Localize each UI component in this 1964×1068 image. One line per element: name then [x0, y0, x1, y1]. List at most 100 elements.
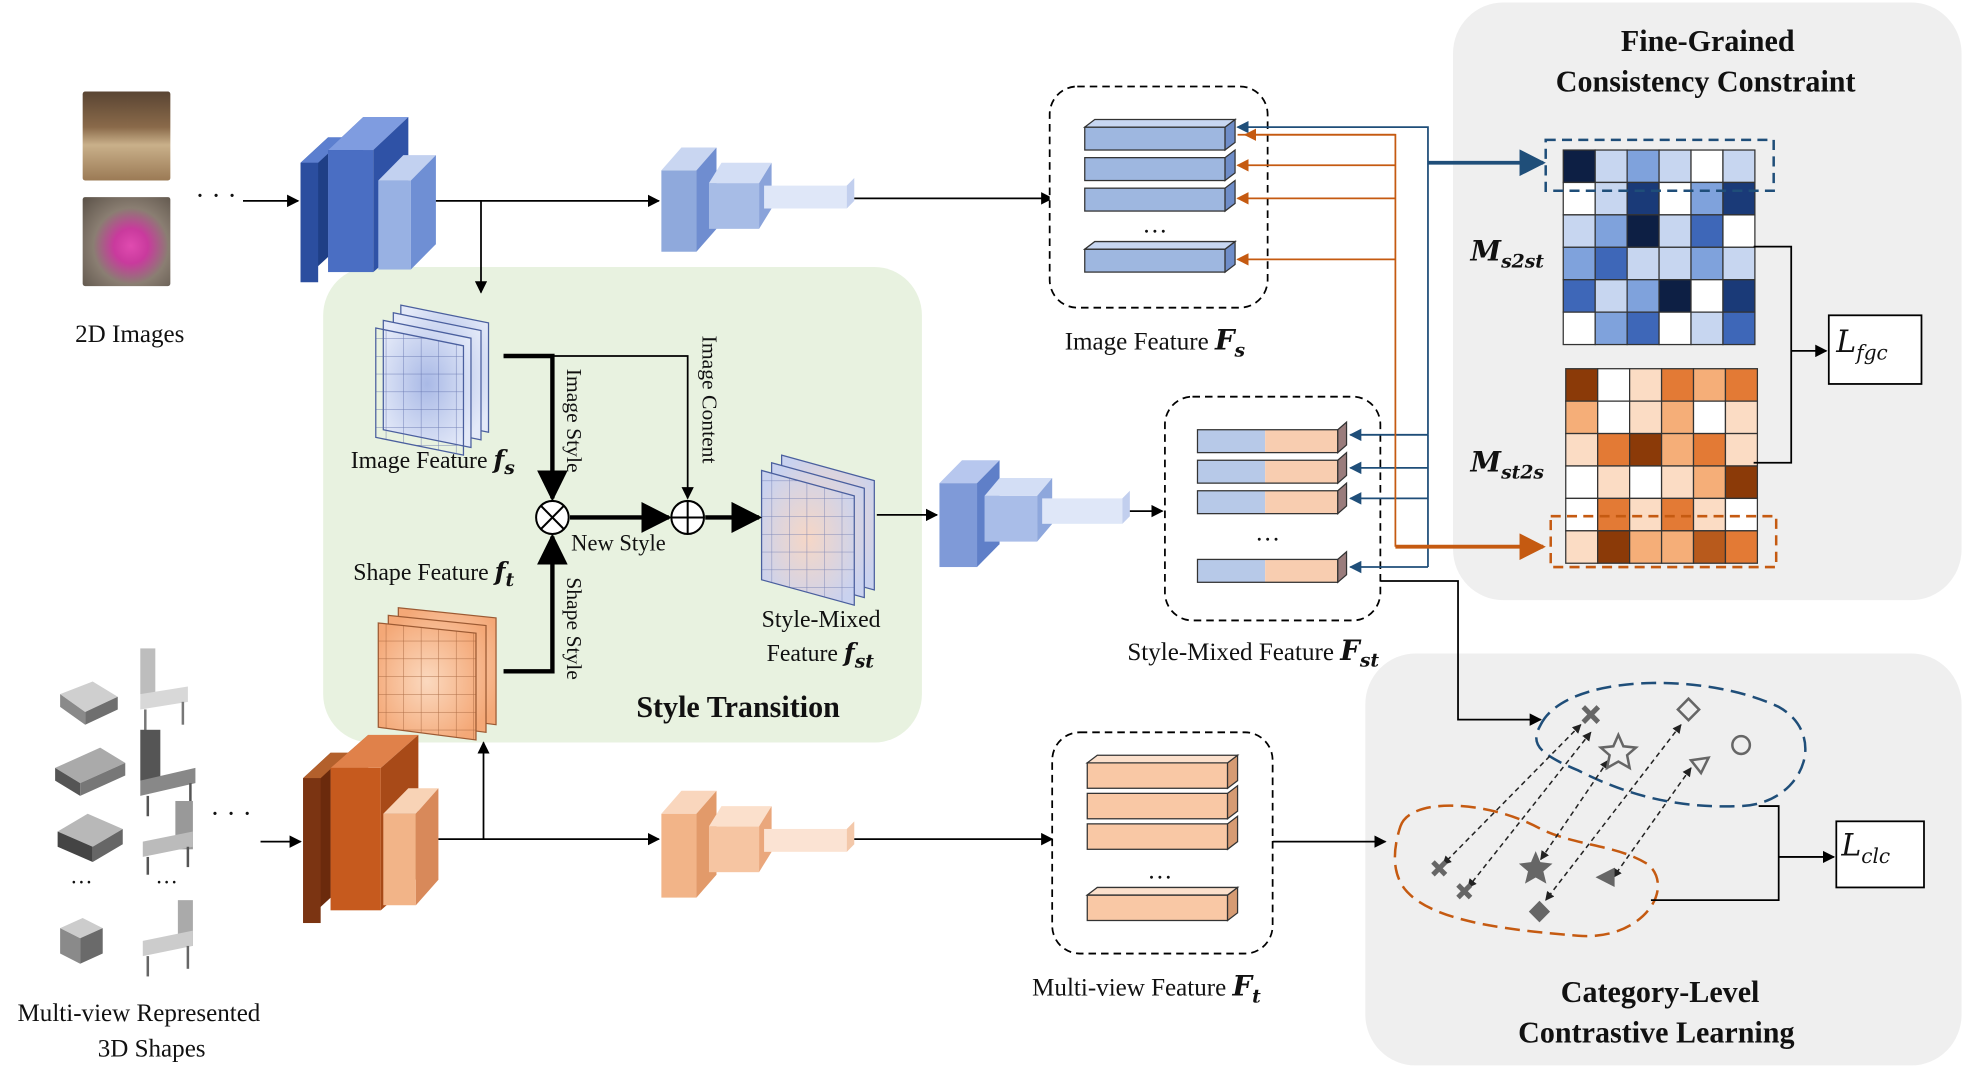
matrix-cell [1594, 149, 1628, 184]
bed-thumb-1 [60, 681, 118, 725]
circled-times-icon [535, 499, 570, 536]
matrix-cell [1658, 149, 1692, 184]
mixed-decoder-small [939, 460, 1130, 568]
image-feature-map [375, 304, 490, 456]
matrix-mst2s [1565, 368, 1759, 564]
lfgc-label: Lfgc [1836, 324, 1888, 365]
chair-thumb-4 [142, 900, 193, 977]
matrix-cell [1658, 246, 1692, 281]
image-style-label: Image Style [562, 368, 586, 473]
matrix-cell [1562, 149, 1596, 184]
matrix-cell [1594, 246, 1628, 281]
matrix-cell [1565, 432, 1599, 467]
ms2st-label: Ms2st [1470, 235, 1544, 273]
matrix-cell [1724, 368, 1759, 402]
fst-ellipsis: … [1255, 518, 1281, 547]
matrix-cell [1594, 214, 1628, 248]
matrix-cell [1660, 368, 1695, 402]
matrix-cell [1629, 400, 1663, 435]
matrix-cell [1626, 246, 1660, 281]
matrix-cell [1594, 279, 1628, 313]
chair-thumb-3 [142, 800, 193, 875]
triangle-icon [1688, 756, 1711, 776]
image-encoder [300, 116, 436, 283]
lclc-box [1835, 820, 1925, 889]
matrix-cell [1562, 246, 1596, 281]
image-feature-Fs-label: Image Feature Fs [1064, 324, 1246, 362]
shapes-3d-label-1: Multi-view Represented [17, 999, 261, 1028]
cross-icon [1456, 883, 1473, 900]
matrix-cell [1597, 465, 1631, 500]
matrix-ms2st [1562, 149, 1756, 346]
matrix-cell [1724, 400, 1759, 435]
matrix-cell [1690, 149, 1724, 184]
orange-cluster [1393, 804, 1660, 938]
fine-grained-title-1: Fine-Grained [1620, 25, 1795, 59]
matrix-cell [1722, 311, 1756, 346]
main-flow-arrows [243, 192, 1542, 848]
matrix-cell [1692, 530, 1727, 564]
images-ellipsis: · · · [195, 179, 237, 212]
matrix-cell [1565, 497, 1599, 532]
matrix-cell [1660, 400, 1695, 435]
matrix-cell [1690, 214, 1724, 248]
matrix-cell [1658, 214, 1692, 248]
matrix-cell [1594, 311, 1628, 346]
style-mixed-fst-label-1: Style-Mixed [761, 606, 881, 634]
multiview-Ft-label: Multi-view Feature Ft [1032, 970, 1261, 1008]
matrix-cell [1597, 497, 1631, 532]
lfgc-box [1827, 314, 1923, 385]
shapes-ellipsis: · · · [210, 797, 252, 829]
images-2d-label: 2D Images [75, 320, 185, 349]
matrix-cell [1626, 311, 1660, 346]
matrix-cell [1629, 465, 1663, 500]
circled-plus-icon [670, 499, 705, 536]
matrix-cell [1565, 465, 1599, 500]
matrix-cell [1562, 279, 1596, 313]
style-mixed-fst-label-2: Feature fst [766, 636, 874, 673]
matrix-cell [1690, 246, 1724, 281]
matrix-cell [1626, 214, 1660, 248]
matrix-cell [1660, 530, 1695, 564]
matrix-cell [1629, 432, 1663, 467]
matrix-cell [1722, 181, 1756, 216]
cross-icon [1431, 860, 1448, 877]
mst2s-highlight [1549, 514, 1778, 569]
matrix-cell [1594, 181, 1628, 216]
matrix-cell [1658, 279, 1692, 313]
shape-style-label: Shape Style [562, 577, 586, 680]
shape-decoder-small [661, 790, 855, 898]
lclc-links [1650, 805, 1836, 902]
cluster-markers [1431, 696, 1752, 923]
matrix-cell [1690, 181, 1724, 216]
circle-icon [1731, 734, 1752, 756]
contrastive-pairs [1442, 723, 1692, 901]
chair-thumb-1 [140, 648, 188, 733]
cross-icon [1581, 705, 1601, 724]
lfgc-links [1753, 245, 1828, 464]
matrix-cell [1722, 214, 1756, 248]
image-feature-fs-label: Image Feature fs [350, 443, 515, 480]
matrix-cell [1565, 530, 1599, 564]
matrix-cell [1660, 465, 1695, 500]
shapes-ellipsis-right: … [155, 863, 178, 889]
shapes-ellipsis-left: … [70, 863, 93, 889]
chair-thumb-2 [140, 729, 196, 817]
matrix-cell [1629, 497, 1663, 532]
matrix-cell [1722, 279, 1756, 313]
matrix-cell [1722, 149, 1756, 184]
matrix-cell [1562, 181, 1596, 216]
ms2st-highlight [1544, 138, 1775, 192]
image-feature-bars [1082, 118, 1237, 274]
chair-image-thumb [82, 197, 171, 287]
matrix-cell [1658, 181, 1692, 216]
matrix-cell [1597, 368, 1631, 402]
matrix-cell [1660, 432, 1695, 467]
style-transition-arrows [474, 200, 763, 840]
image-decoder-small [661, 147, 855, 252]
bed-thumb-2 [55, 747, 126, 796]
matrix-cell [1626, 181, 1660, 216]
matrix-cell [1626, 279, 1660, 313]
fs-ellipsis: … [1142, 211, 1168, 240]
matrix-cell [1597, 530, 1631, 564]
